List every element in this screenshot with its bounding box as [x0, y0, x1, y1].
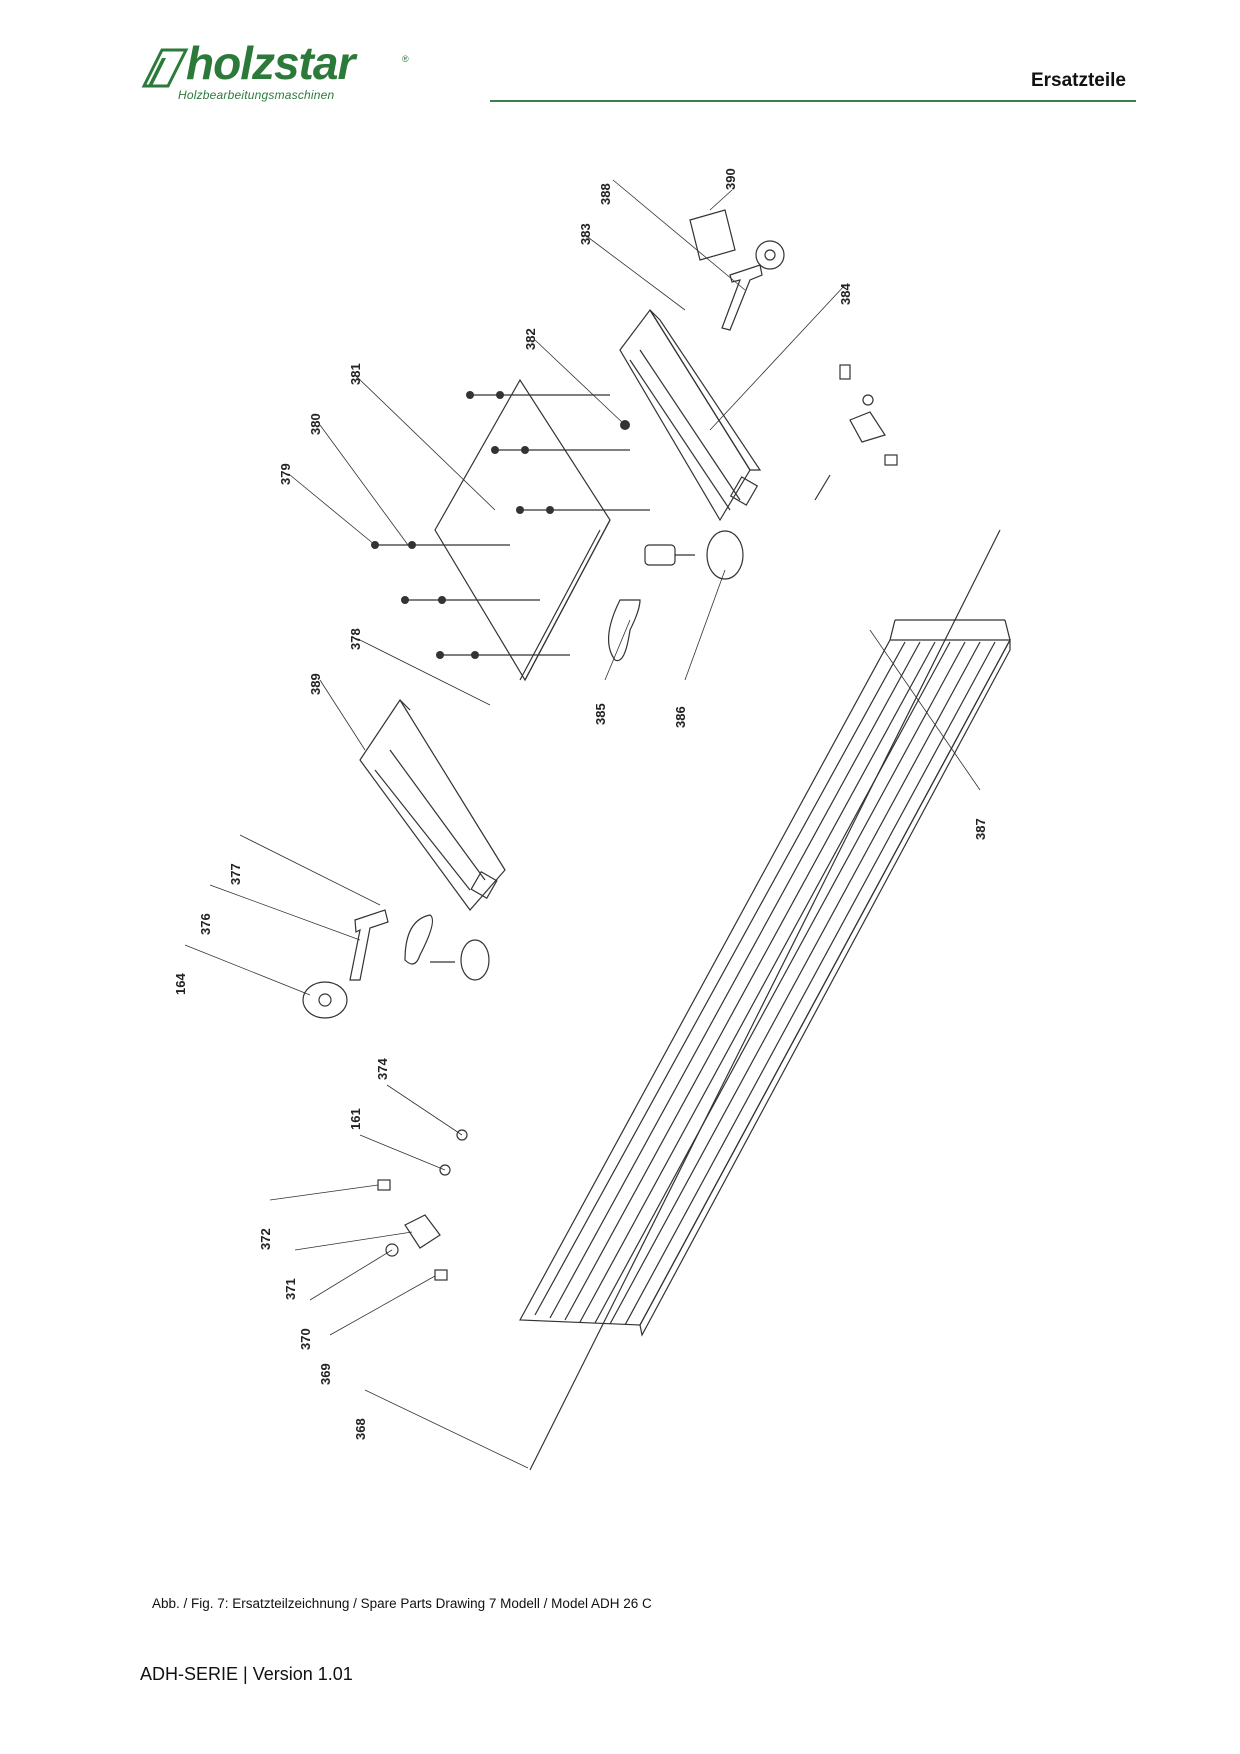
callout-369: 369 [318, 1363, 333, 1385]
callout-381: 381 [348, 363, 363, 385]
clamp-lever-lower [404, 914, 455, 965]
fence-plate-381 [434, 378, 611, 682]
bracket-382 [619, 308, 762, 522]
logo-registered-mark: ® [402, 54, 409, 64]
screw-set [375, 394, 650, 656]
callout-378: 378 [348, 628, 363, 650]
screw-372 [377, 1179, 391, 1191]
callout-380: 380 [308, 413, 323, 435]
callout-384: 384 [838, 283, 853, 305]
logo-tagline: Holzbearbeitungsmaschinen [178, 88, 335, 102]
disc-386 [706, 530, 744, 580]
section-title: Ersatzteile [1030, 70, 1126, 91]
nut-161 [439, 1164, 451, 1176]
scale-390 [689, 209, 736, 261]
page-footer: ADH-SERIE | Version 1.01 [140, 1664, 353, 1684]
end-cap-371 [404, 1214, 441, 1249]
nut-374 [456, 1129, 468, 1141]
header-divider [490, 100, 1136, 102]
clamp-lever-385 [607, 544, 695, 662]
callout-161: 161 [348, 1108, 363, 1130]
callout-385: 385 [593, 703, 608, 725]
callout-379: 379 [278, 463, 293, 485]
nut-370 [385, 1243, 399, 1257]
bracket-389 [359, 698, 506, 911]
callout-387: 387 [973, 818, 988, 840]
callout-388: 388 [598, 183, 613, 205]
t-handle-388 [721, 264, 763, 331]
logo-wordmark: holzstar [186, 37, 355, 89]
figure-caption: Abb. / Fig. 7: Ersatzteilzeichnung / Spa… [152, 1596, 652, 1611]
holzstar-logo: holzstar ® Holzbearbeitungsmaschinen [140, 40, 420, 106]
callout-374: 374 [375, 1058, 390, 1080]
knob-164 [302, 981, 348, 1019]
knob-upper [755, 240, 785, 270]
callout-370: 370 [298, 1328, 313, 1350]
t-handle-376 [349, 909, 389, 981]
end-cap-right [814, 364, 898, 501]
logo-mark-icon [141, 48, 189, 88]
callout-368: 368 [353, 1418, 368, 1440]
callout-164: 164 [173, 973, 188, 995]
exploded-view-svg: 390 388 383 382 384 381 380 379 378 385 … [173, 168, 1012, 1471]
callout-390: 390 [723, 168, 738, 190]
disc-lower [460, 939, 490, 981]
insert-369 [434, 1269, 448, 1281]
callout-376: 376 [198, 913, 213, 935]
callout-372: 372 [258, 1228, 273, 1250]
callout-382: 382 [523, 328, 538, 350]
callout-377: 377 [228, 863, 243, 885]
callout-389: 389 [308, 673, 323, 695]
leader-lines [184, 179, 981, 1469]
callout-386: 386 [673, 706, 688, 728]
fence-rail [519, 619, 1012, 1337]
spare-parts-drawing: 390 388 383 382 384 381 380 379 378 385 … [150, 150, 1110, 1550]
callout-383: 383 [578, 223, 593, 245]
rod-368 [529, 529, 1001, 1471]
callout-371: 371 [283, 1278, 298, 1300]
